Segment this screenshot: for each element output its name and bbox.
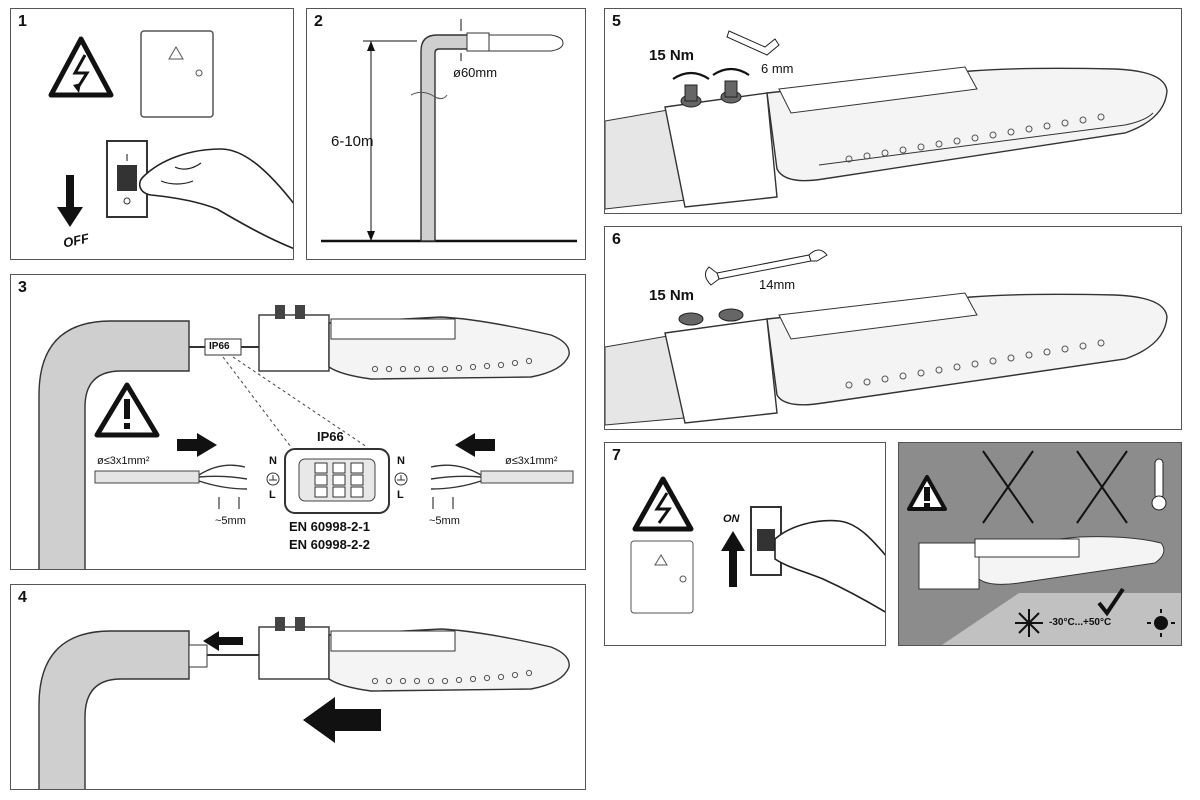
strip-length-right: ~5mm [429, 515, 460, 527]
luminaire-icon [918, 536, 1165, 590]
nut-icon [678, 308, 744, 326]
svg-text:I: I [126, 153, 129, 164]
no-touch-icon-left [982, 450, 1034, 524]
torque-label: 15 Nm [649, 47, 695, 64]
step-2-panel: 2 6-10m ø60mm [306, 8, 586, 260]
screw-icon [680, 80, 742, 108]
step-number: 2 [314, 13, 323, 30]
step-3-illustration [38, 305, 574, 569]
terminal-block-icon [284, 448, 390, 514]
cable-spec-left: ø≤3x1mm² [97, 455, 150, 467]
large-left-arrow-icon [303, 697, 381, 743]
step-number: 3 [18, 279, 27, 296]
step-7-illustration [630, 476, 885, 614]
standard-1: EN 60998-2-1 [289, 519, 370, 534]
warning-icon [907, 475, 947, 511]
step-number: 7 [612, 447, 621, 464]
torque-label: 15 Nm [649, 287, 695, 304]
luminaire-icon [258, 305, 570, 380]
on-label: ON [723, 513, 740, 525]
step-1-panel: 1 I OFF [10, 8, 294, 260]
step-number: 4 [18, 589, 27, 606]
ip-rating-large: IP66 [317, 429, 344, 444]
temperature-range-label: -30°C...+50°C [1049, 617, 1112, 628]
step-number: 1 [18, 13, 27, 30]
step-7-panel: 7 ON [604, 442, 886, 646]
standard-2: EN 60998-2-2 [289, 537, 370, 552]
rotation-arrow-icon [672, 67, 750, 80]
step-3-panel: 3 [10, 274, 586, 570]
step-number: 6 [612, 231, 621, 248]
step-5-illustration [605, 30, 1168, 210]
left-arrow-icon [455, 433, 495, 457]
warning-icon [94, 382, 160, 438]
height-label: 6-10m [331, 133, 374, 150]
thermometer-icon [1151, 458, 1167, 511]
step-2-illustration [321, 19, 577, 243]
sun-icon [1147, 609, 1175, 637]
wrench-icon [705, 249, 828, 286]
tool-size-label: 14mm [759, 277, 796, 292]
step-4-illustration [38, 617, 570, 789]
step-6-panel: 6 15 Nm 14mm [604, 226, 1182, 430]
step-6-illustration [605, 249, 1168, 426]
cable-spec-right: ø≤3x1mm² [505, 455, 558, 467]
terminal-l-left: L [269, 489, 276, 501]
terminal-n-right: N [397, 455, 405, 467]
step-number: 5 [612, 13, 621, 30]
hex-key-icon [726, 30, 780, 56]
strip-length-left: ~5mm [215, 515, 246, 527]
no-touch-icon-right [1076, 450, 1128, 524]
step-5-panel: 5 15 Nm 6 mm [604, 8, 1182, 214]
electric-hazard-icon [48, 36, 114, 98]
step-4-panel: 4 [10, 584, 586, 790]
down-arrow-icon [57, 175, 83, 227]
step-1-illustration: I [48, 30, 293, 250]
breaker-box-icon [140, 30, 214, 118]
check-icon [1097, 587, 1125, 617]
temperature-warning-panel: -30°C...+50°C [898, 442, 1182, 646]
tool-size-label: 6 mm [761, 61, 794, 76]
temperature-illustration [907, 450, 1181, 645]
diameter-label: ø60mm [453, 65, 498, 80]
ground-symbol-icon [266, 472, 408, 486]
ip-rating-small: IP66 [209, 341, 230, 352]
terminal-n-left: N [269, 455, 277, 467]
right-arrow-icon [177, 433, 217, 457]
breaker-box-icon [630, 540, 694, 614]
terminal-l-right: L [397, 489, 404, 501]
up-arrow-icon [721, 531, 745, 587]
electric-hazard-icon [632, 476, 694, 532]
snowflake-icon [1015, 609, 1043, 637]
luminaire-icon [258, 617, 570, 692]
small-left-arrow-icon [203, 631, 243, 651]
